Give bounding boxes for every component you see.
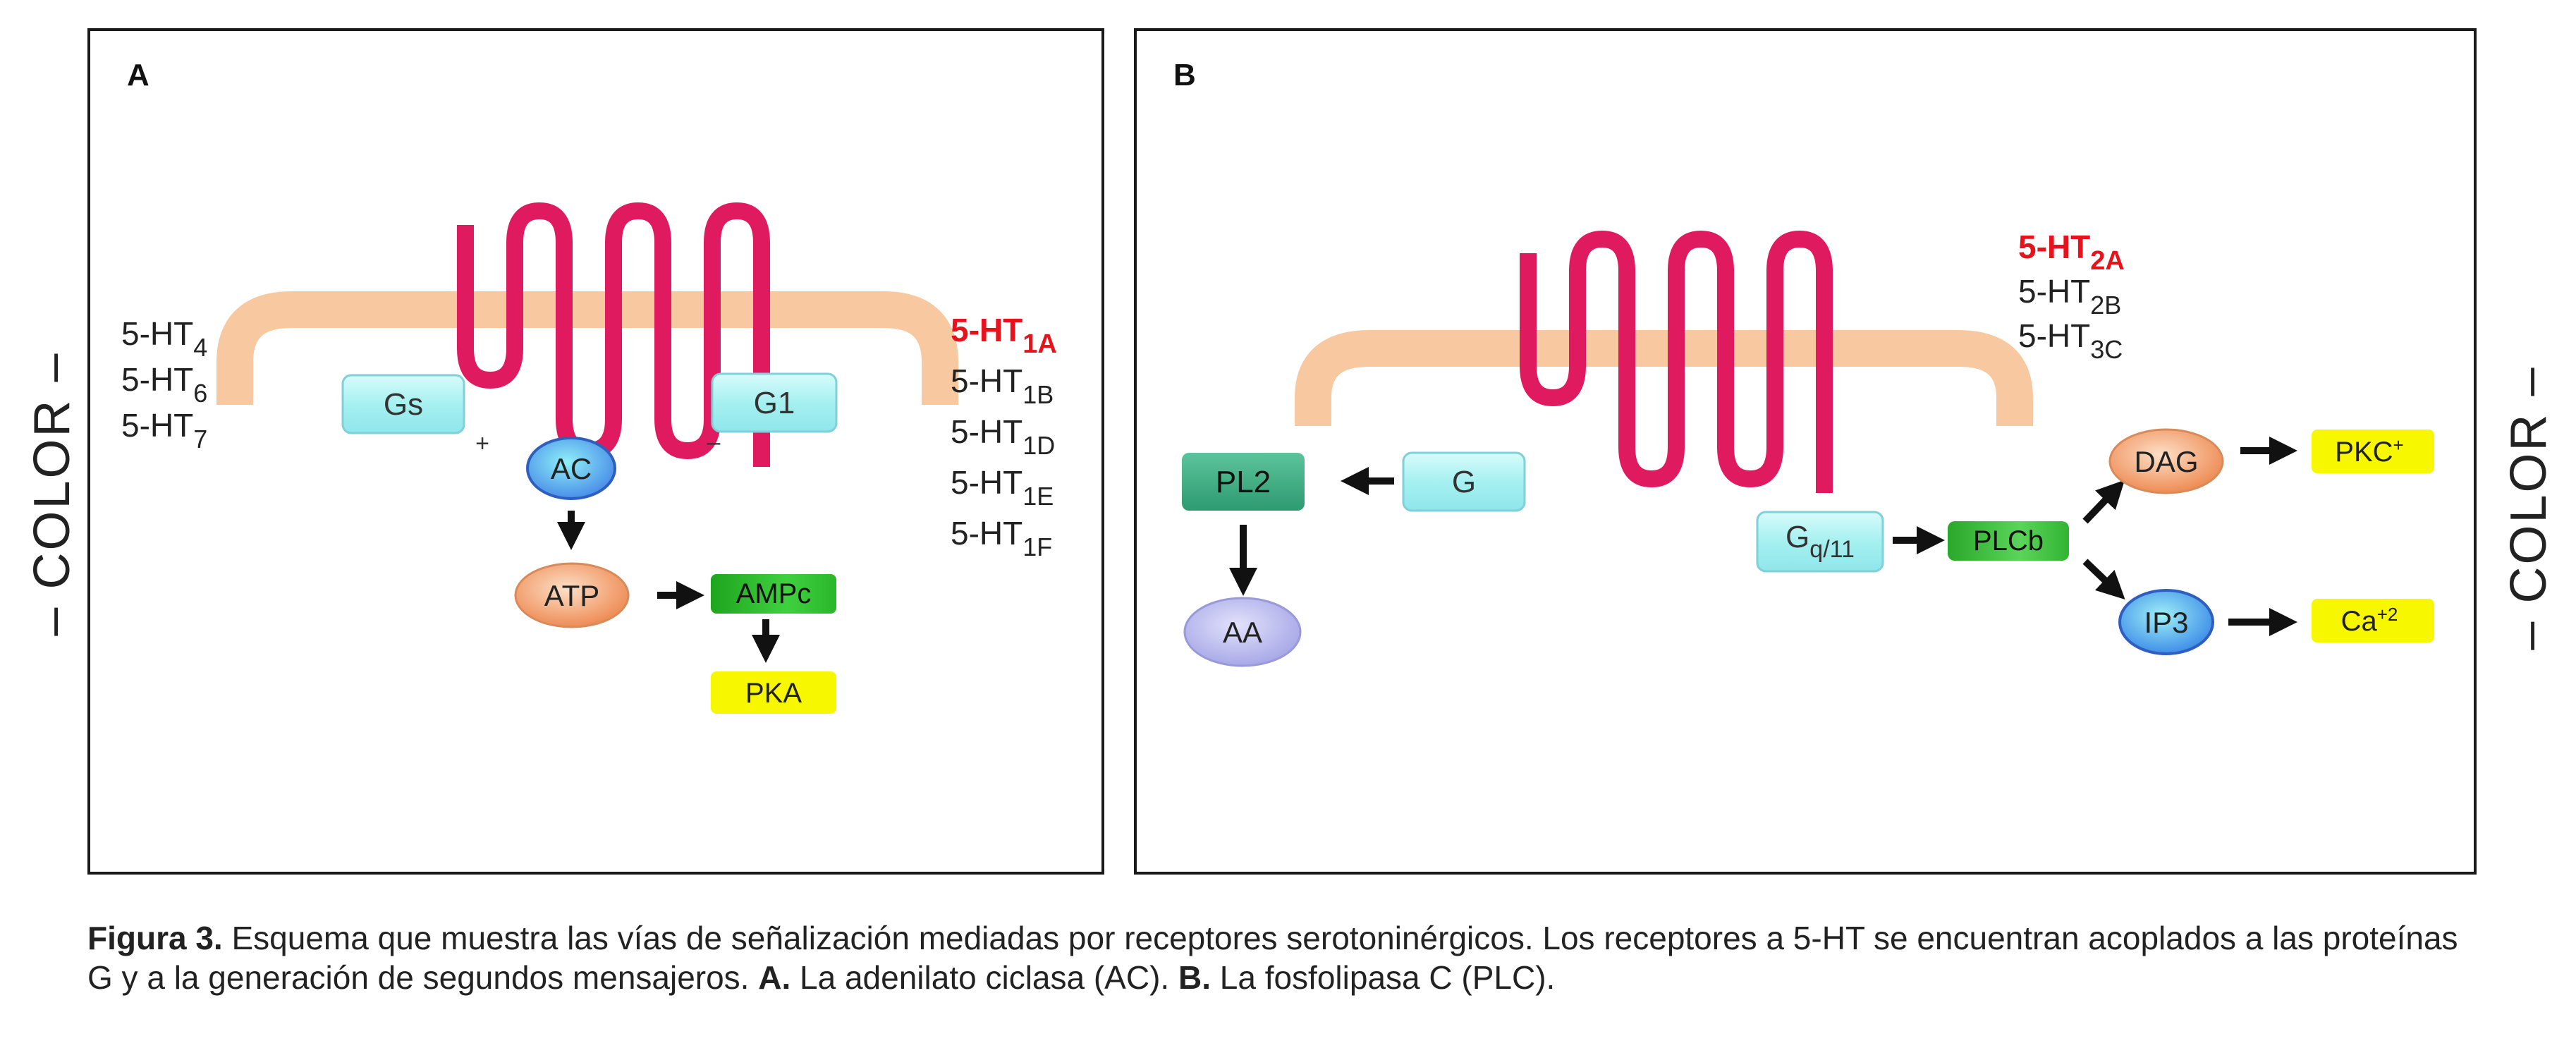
gq11-label: Gq/11 <box>1786 520 1855 563</box>
receptor-list-b: 5-HT2A 5-HT2B 5-HT3C <box>2018 229 2125 364</box>
pka-node <box>711 671 836 714</box>
caption-b-label: B. <box>1178 959 1211 996</box>
receptor-5ht2a: 5-HT2A <box>2018 229 2125 276</box>
panel-a-diagram: Gs G1 + – AC ATP AMPc PKA 5-HT4 5-HT6 5-… <box>121 202 1057 714</box>
arrow-plcb-dag <box>2082 480 2125 524</box>
receptor-7tm <box>457 202 770 467</box>
receptor-5ht6: 5-HT6 <box>121 361 207 408</box>
figure-caption: Figura 3. Esquema que muestra las vías d… <box>87 918 2478 997</box>
aa-label: AA <box>1223 616 1262 649</box>
side-label-left: – COLOR – <box>24 351 80 636</box>
ampc-label: AMPc <box>736 578 812 609</box>
receptor-5ht1a: 5-HT1A <box>951 312 1057 359</box>
caption-text-1: Esquema que muestra las vías de señaliza… <box>87 920 2458 996</box>
caption-label: Figura 3. <box>87 920 223 956</box>
plcb-label: PLCb <box>1973 525 2044 556</box>
receptor-5ht2b: 5-HT2B <box>2018 273 2121 319</box>
ac-label: AC <box>551 452 592 485</box>
membrane <box>216 291 958 405</box>
ca-label: Ca+2 <box>2341 604 2398 637</box>
dag-node <box>2108 428 2224 494</box>
g-label: G <box>1452 465 1476 499</box>
receptor-list-left: 5-HT4 5-HT6 5-HT7 <box>121 315 207 453</box>
receptor-5ht1e: 5-HT1E <box>951 464 1054 511</box>
receptor-5ht3c: 5-HT3C <box>2018 317 2123 364</box>
atp-label: ATP <box>544 579 600 612</box>
arrow-plcb-ip3 <box>2082 559 2125 600</box>
ac-enzyme <box>526 437 616 500</box>
ampc-node <box>711 574 836 614</box>
minus-sign: – <box>707 429 721 456</box>
dag-label: DAG <box>2134 445 2198 478</box>
gs-protein <box>341 374 465 434</box>
gq11-protein <box>1756 511 1884 573</box>
g1-protein <box>711 372 838 433</box>
pka-label: PKA <box>745 678 802 709</box>
panel-b: B <box>1134 28 2477 875</box>
receptor-5ht1f: 5-HT1F <box>951 515 1052 561</box>
receptor-5ht7: 5-HT7 <box>121 407 207 453</box>
pl2-label: PL2 <box>1216 465 1271 499</box>
panel-a-label: A <box>127 58 149 92</box>
receptor-5ht1d: 5-HT1D <box>951 413 1055 460</box>
panel-b-label: B <box>1173 58 1196 92</box>
ip3-node <box>2118 589 2214 655</box>
membrane <box>1295 330 2033 426</box>
g1-label: G1 <box>754 386 795 420</box>
panel-a: A Gs G1 + – <box>87 28 1104 875</box>
receptor-7tm <box>1520 231 1833 493</box>
receptor-list-right: 5-HT1A 5-HT1B 5-HT1D 5-HT1E 5-HT1F <box>951 312 1057 561</box>
pkc-label: PKC+ <box>2335 434 2403 468</box>
plus-sign: + <box>475 430 489 457</box>
caption-text-3: La fosfolipasa C (PLC). <box>1210 959 1556 996</box>
g-protein <box>1402 451 1526 512</box>
ca-node <box>2312 599 2434 643</box>
caption-a-label: A. <box>758 959 791 996</box>
aa-node <box>1183 597 1302 667</box>
pkc-node <box>2312 430 2434 473</box>
caption-text-2: La adenilato ciclasa (AC). <box>790 959 1178 996</box>
pl2-node <box>1182 453 1305 511</box>
side-label-right: – COLOR – <box>2501 365 2557 650</box>
ip3-label: IP3 <box>2144 606 2188 639</box>
gs-label: Gs <box>384 387 423 422</box>
receptor-5ht4: 5-HT4 <box>121 315 207 362</box>
panel-b-diagram: G PL2 AA Gq/11 PLCb DAG PKC+ IP3 Ca+2 <box>1182 229 2434 667</box>
receptor-5ht1b: 5-HT1B <box>951 363 1054 409</box>
atp-node <box>514 562 630 628</box>
plcb-node <box>1948 521 2069 561</box>
